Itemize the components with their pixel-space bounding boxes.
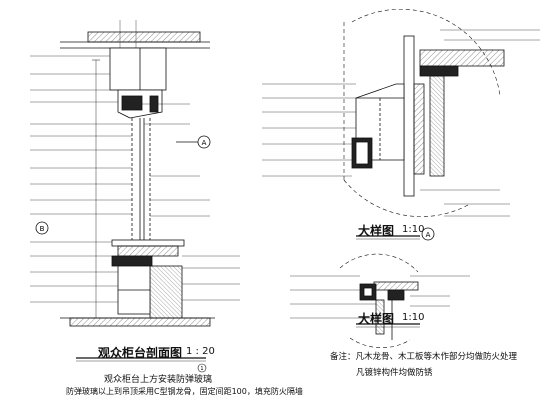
detail-a-scale: 1:10: [402, 224, 425, 235]
note-right-1: 备注：凡木龙骨、木工板等木作部分均做防火处理: [330, 352, 518, 362]
detail-a-leaders: [262, 29, 540, 217]
section-title-ref: 1: [200, 366, 203, 372]
note-left-1: 观众柜台上方安装防弹玻璃: [104, 375, 213, 385]
detail-a-title: 大样图: [358, 224, 395, 238]
section-scale: 1 : 20: [186, 346, 215, 357]
section-title: 观众柜台剖面图: [98, 346, 183, 360]
counter-section: [35, 31, 215, 327]
detail-a-ref: A: [426, 231, 431, 239]
detail-b-leaders: [290, 275, 470, 319]
left-leaders: [30, 20, 240, 303]
detail-b: [339, 253, 419, 349]
title-underlines: [76, 235, 420, 373]
note-left-2: 防弹玻璃以上到吊顶采用C型钢龙骨，固定间距100，填充防火隔墙: [66, 387, 303, 396]
section-ref-label: A: [202, 139, 207, 147]
detail-b-scale: 1:10: [402, 312, 425, 323]
detail-a: [343, 8, 505, 241]
detail-b-title: 大样图: [358, 312, 395, 326]
note-right-2: 凡镀锌构件均做防锈: [356, 368, 433, 378]
level-ref-label: B: [40, 225, 45, 233]
